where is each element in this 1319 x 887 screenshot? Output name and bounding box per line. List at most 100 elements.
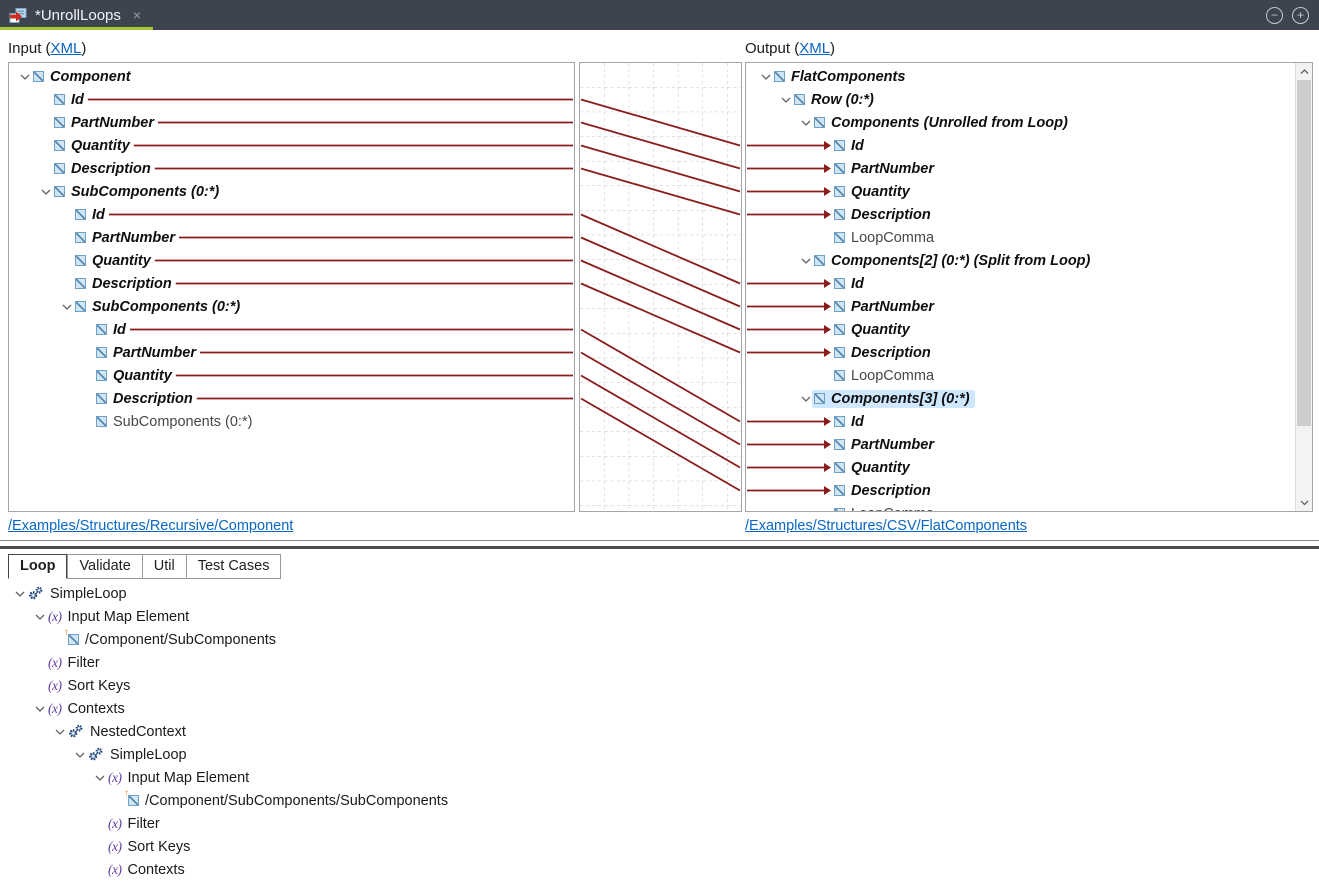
tree-item-sort-keys[interactable]: (x)Sort Keys — [0, 674, 1319, 697]
tree-item-label: LoopComma — [851, 506, 934, 512]
tree-item-quantity[interactable]: Quantity — [9, 249, 574, 272]
output-pane-header: Output (XML) — [745, 40, 835, 57]
tree-item-loopcomma[interactable]: LoopComma — [746, 502, 1295, 511]
element-icon — [75, 255, 86, 266]
scroll-up-button[interactable] — [1296, 63, 1312, 80]
tree-item-loopcomma[interactable]: LoopComma — [746, 226, 1295, 249]
chevron-down-icon[interactable] — [32, 706, 48, 712]
tree-item-input-map-element[interactable]: (x)Input Map Element — [0, 605, 1319, 628]
tab-util[interactable]: Util — [142, 554, 187, 578]
scrollbar-thumb[interactable] — [1297, 80, 1311, 426]
chevron-down-icon[interactable] — [38, 189, 54, 195]
tab-test-cases[interactable]: Test Cases — [186, 554, 282, 578]
chevron-down-icon[interactable] — [758, 74, 774, 80]
tree-item-component-subcomponents-subcomponents[interactable]: ↑/Component/SubComponents/SubComponents — [0, 788, 1319, 812]
tree-item-loopcomma[interactable]: LoopComma — [746, 364, 1295, 387]
tree-item-partnumber[interactable]: PartNumber — [9, 111, 574, 134]
chevron-down-icon[interactable] — [92, 775, 108, 781]
tab-validate[interactable]: Validate — [67, 554, 143, 578]
tree-item-partnumber[interactable]: PartNumber — [746, 157, 1295, 180]
horizontal-splitter[interactable] — [0, 540, 1319, 549]
tree-item-quantity[interactable]: Quantity — [746, 456, 1295, 479]
tree-item-description[interactable]: Description — [9, 272, 574, 295]
tree-item-quantity[interactable]: Quantity — [746, 180, 1295, 203]
scroll-down-button[interactable] — [1296, 494, 1312, 511]
tree-item-partnumber[interactable]: PartNumber — [746, 433, 1295, 456]
element-icon — [834, 508, 845, 511]
chevron-down-icon[interactable] — [52, 729, 68, 735]
output-structure-path-link[interactable]: /Examples/Structures/CSV/FlatComponents — [745, 518, 1028, 534]
tree-item-simpleloop[interactable]: SimpleLoop — [0, 743, 1319, 766]
tree-item-description[interactable]: Description — [746, 203, 1295, 226]
expression-icon: (x) — [108, 815, 122, 831]
input-structure-path-link[interactable]: /Examples/Structures/Recursive/Component — [8, 518, 294, 534]
tree-item-label: Id — [92, 206, 105, 223]
close-tab-icon[interactable]: × — [132, 7, 142, 23]
tree-item-label: Description — [71, 160, 151, 177]
tree-item-label: Components (Unrolled from Loop) — [831, 114, 1068, 131]
chevron-down-icon[interactable] — [12, 591, 28, 597]
tab-loop[interactable]: Loop — [8, 554, 68, 579]
tree-item-label: Id — [851, 275, 864, 292]
tree-item-quantity[interactable]: Quantity — [9, 364, 574, 387]
tree-item-label: PartNumber — [71, 114, 154, 131]
vertical-scrollbar[interactable] — [1295, 63, 1312, 511]
tree-item-label: Id — [113, 321, 126, 338]
tree-item-quantity[interactable]: Quantity — [746, 318, 1295, 341]
tree-item-components-unrolled-from-loop[interactable]: Components (Unrolled from Loop) — [746, 111, 1295, 134]
tree-item-description[interactable]: Description — [9, 157, 574, 180]
expression-icon: (x) — [108, 769, 122, 785]
document-tab[interactable]: *UnrollLoops × — [0, 0, 154, 30]
tree-item-input-map-element[interactable]: (x)Input Map Element — [0, 766, 1319, 789]
tree-item-contexts[interactable]: (x)Contexts — [0, 697, 1319, 720]
tree-item-sort-keys[interactable]: (x)Sort Keys — [0, 835, 1319, 858]
tree-item-partnumber[interactable]: PartNumber — [9, 226, 574, 249]
tree-item-label: Input Map Element — [67, 608, 190, 625]
tree-item-id[interactable]: Id — [9, 88, 574, 111]
element-icon — [834, 485, 845, 496]
zoom-in-button[interactable]: + — [1292, 6, 1309, 24]
chevron-down-icon[interactable] — [17, 74, 33, 80]
chevron-down-icon[interactable] — [72, 752, 88, 758]
titlebar: *UnrollLoops × − + — [0, 0, 1319, 30]
tree-item-nestedcontext[interactable]: NestedContext — [0, 720, 1319, 743]
tree-item-label: /Component/SubComponents — [85, 631, 277, 648]
tree-item-partnumber[interactable]: PartNumber — [746, 295, 1295, 318]
element-icon — [834, 232, 845, 243]
tree-item-subcomponents-0[interactable]: SubComponents (0:*) — [9, 295, 574, 318]
tree-item-quantity[interactable]: Quantity — [9, 134, 574, 157]
chevron-down-icon[interactable] — [59, 304, 75, 310]
chevron-down-icon[interactable] — [32, 614, 48, 620]
tree-item-id[interactable]: Id — [9, 203, 574, 226]
tree-item-id[interactable]: Id — [746, 410, 1295, 433]
element-icon — [834, 462, 845, 473]
tree-item-label: Quantity — [851, 459, 910, 476]
tree-item-flatcomponents[interactable]: FlatComponents — [746, 65, 1295, 88]
tree-item-component-subcomponents[interactable]: ↑/Component/SubComponents — [0, 627, 1319, 651]
tree-item-id[interactable]: Id — [9, 318, 574, 341]
zoom-out-button[interactable]: − — [1266, 6, 1283, 24]
tree-item-description[interactable]: Description — [746, 341, 1295, 364]
tree-item-description[interactable]: Description — [746, 479, 1295, 502]
input-xml-link[interactable]: XML — [50, 40, 82, 57]
tree-item-label: LoopComma — [851, 229, 935, 246]
tree-item-id[interactable]: Id — [746, 272, 1295, 295]
tree-item-label: Sort Keys — [67, 677, 131, 694]
tree-item-filter[interactable]: (x)Filter — [0, 812, 1319, 835]
tree-item-subcomponents-0[interactable]: SubComponents (0:*) — [9, 180, 574, 203]
tree-item-components-2-0-split-from-loop[interactable]: Components[2] (0:*) (Split from Loop) — [746, 249, 1295, 272]
tree-item-label: PartNumber — [113, 344, 196, 361]
tree-item-contexts[interactable]: (x)Contexts — [0, 858, 1319, 881]
tree-item-component[interactable]: Component — [9, 65, 574, 88]
output-xml-link[interactable]: XML — [799, 40, 831, 57]
tree-item-filter[interactable]: (x)Filter — [0, 651, 1319, 674]
tree-item-description[interactable]: Description — [9, 387, 574, 410]
tree-item-components-3-0[interactable]: Components[3] (0:*) — [746, 387, 1295, 410]
tree-item-label: Description — [851, 206, 931, 223]
tree-item-id[interactable]: Id — [746, 134, 1295, 157]
input-header-text: Input ( — [8, 40, 51, 57]
tree-item-subcomponents-0[interactable]: SubComponents (0:*) — [9, 410, 574, 433]
tree-item-partnumber[interactable]: PartNumber — [9, 341, 574, 364]
tree-item-row-0[interactable]: Row (0:*) — [746, 88, 1295, 111]
tree-item-simpleloop[interactable]: SimpleLoop — [0, 582, 1319, 605]
